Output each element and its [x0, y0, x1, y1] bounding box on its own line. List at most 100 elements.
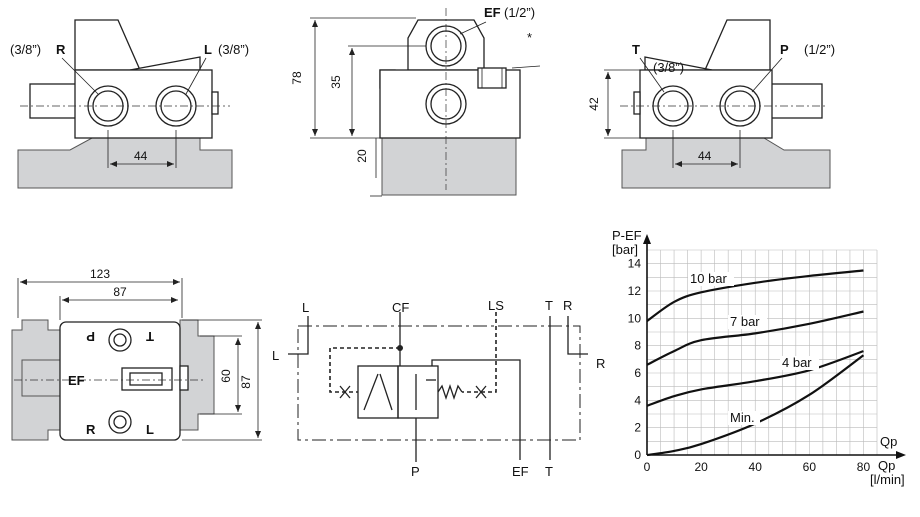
dim-44-label: 44	[134, 149, 148, 163]
y-tick-label: 10	[628, 311, 642, 325]
port-ef-label: EF	[68, 373, 85, 388]
arrow-head	[675, 161, 682, 167]
arrow-head	[167, 161, 174, 167]
series-line-4	[646, 354, 865, 457]
top-right-view: 42 44 T (3/8”) P (1/2”)	[587, 19, 835, 189]
spool-slot	[129, 372, 163, 386]
valve-box-left	[357, 365, 399, 419]
dim-78-label: 78	[290, 71, 304, 85]
flow-arrow	[379, 373, 393, 411]
port-top-inner	[113, 333, 127, 347]
series-label-2: 7 bar	[730, 314, 760, 329]
bottom-left-view: P T EF R L 123 87 60 87	[11, 267, 262, 441]
arrow-head	[605, 72, 611, 79]
port-p-mirror: P	[86, 329, 95, 344]
valve-top-block	[704, 19, 771, 71]
ef-bottom-label: EF	[512, 464, 529, 479]
line-l	[288, 316, 309, 355]
port-l-size: (3/8”)	[218, 42, 249, 57]
line-r	[567, 316, 588, 355]
port-bottom-inner	[113, 415, 127, 429]
y-axis-arrow	[643, 234, 651, 244]
dim-35-label: 35	[329, 75, 343, 89]
dim-123-label: 123	[90, 267, 110, 281]
y-tick-label: 4	[634, 393, 641, 407]
x-tick-label: 0	[644, 460, 651, 474]
arrow-head	[731, 161, 738, 167]
pilot-line-ls	[462, 312, 497, 393]
series-label-1: 10 bar	[690, 271, 728, 286]
port-t-mirror: T	[146, 329, 154, 344]
arrow-head	[235, 405, 241, 412]
arrow-head	[173, 279, 180, 285]
right-restrictor	[475, 385, 487, 399]
r-right-label: R	[596, 356, 605, 371]
top-middle-view: 78 35 20 EF (1/2”) *	[290, 5, 541, 197]
port-t-size: (3/8”)	[653, 60, 684, 75]
arrow-head	[255, 322, 261, 329]
leader-p	[751, 57, 783, 93]
y-tick-label: 6	[634, 366, 641, 380]
hydraulic-schematic: CF LS L L T R R P EF T	[272, 298, 605, 479]
mounting-base	[621, 137, 831, 189]
chart-ticks: 0 2 4 6 8 10 12 14 0 20 40 60 80	[628, 257, 871, 474]
port-l-label: L	[204, 42, 212, 57]
left-restrictor	[339, 385, 351, 399]
arrow-head	[605, 129, 611, 136]
arrow-head	[312, 20, 318, 27]
arrow-head	[349, 48, 355, 55]
port-p-label: P	[780, 42, 789, 57]
left-stub	[29, 83, 81, 119]
leader-asterisk	[511, 65, 541, 69]
x-axis-arrow-label: Qp	[880, 434, 897, 449]
series-line-2	[646, 310, 864, 366]
series-label-bg	[688, 272, 734, 286]
dim-42-label: 42	[587, 97, 601, 111]
x-tick-label: 60	[803, 460, 817, 474]
mounting-base	[381, 137, 517, 196]
arrow-head	[110, 161, 117, 167]
port-r-label: R	[56, 42, 66, 57]
asterisk-note: *	[527, 30, 532, 45]
stub-left	[21, 359, 63, 397]
y-tick-label: 14	[628, 257, 642, 271]
port-ef-label: EF	[484, 5, 501, 20]
arrow-head	[255, 431, 261, 438]
ls-label: LS	[488, 298, 504, 313]
x-tick-label: 80	[857, 460, 871, 474]
pilot-line-left	[329, 347, 400, 393]
x-axis-title-line1: Qp	[878, 458, 895, 473]
dim-44-label: 44	[698, 149, 712, 163]
t-bottom-label: T	[545, 464, 553, 479]
x-axis-arrow	[896, 451, 906, 459]
mounting-base	[17, 137, 233, 189]
adjust-screw	[477, 67, 507, 89]
series-line-1	[646, 269, 864, 322]
series-label-3: 4 bar	[782, 355, 812, 370]
y-axis-title-line2: [bar]	[612, 242, 638, 257]
y-tick-label: 8	[634, 339, 641, 353]
valve-top-block	[74, 19, 141, 71]
spring	[437, 383, 463, 401]
l-top-label: L	[302, 300, 309, 315]
y-tick-label: 0	[634, 448, 641, 462]
valve-top-wedge	[129, 56, 201, 71]
arrow-head	[20, 279, 27, 285]
port-ef-size: (1/2”)	[504, 5, 535, 20]
y-tick-label: 12	[628, 284, 642, 298]
x-axis-title-line2: [l/min]	[870, 472, 905, 487]
dim-87-top-label: 87	[113, 285, 127, 299]
x-tick-label: 20	[694, 460, 708, 474]
l-left-label: L	[272, 348, 279, 363]
port-l-label: L	[146, 422, 154, 437]
x-tick-label: 40	[749, 460, 763, 474]
y-tick-label: 2	[634, 421, 641, 435]
arrow-head	[312, 129, 318, 136]
leader-t	[639, 57, 665, 93]
chart-axes	[643, 234, 906, 459]
schematic-boundary	[297, 325, 581, 441]
arrow-head	[235, 338, 241, 345]
port-t-label: T	[632, 42, 640, 57]
